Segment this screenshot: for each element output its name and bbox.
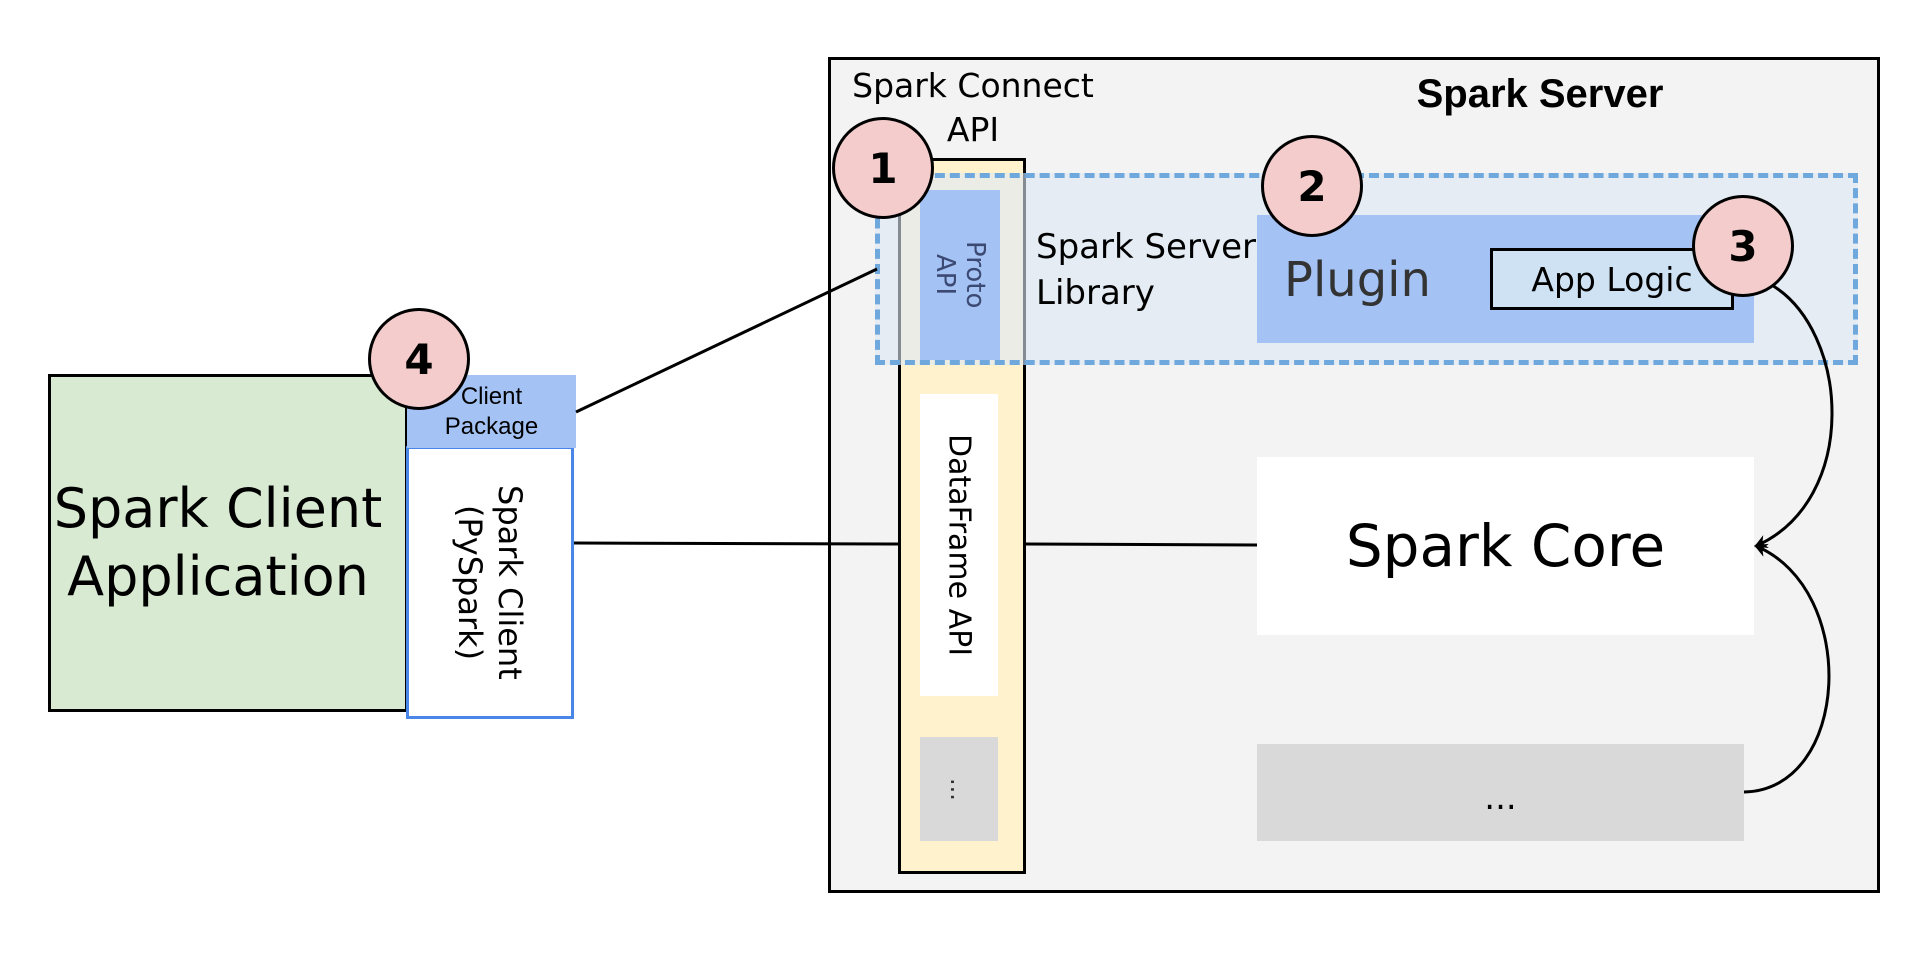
dataframe-api-box: DataFrame API	[920, 394, 998, 696]
spark-server-title: Spark Server	[1416, 72, 1664, 116]
client-to-dataframe-line	[573, 541, 899, 546]
bottom-ellipsis-label: ...	[1484, 777, 1517, 818]
app-logic-label: App Logic	[1531, 259, 1693, 299]
package-to-proto-line	[575, 267, 878, 414]
badge-4: 4	[368, 308, 470, 410]
column-ellipsis-label: ...	[945, 777, 973, 801]
dataframe-api-label: DataFrame API	[941, 433, 977, 657]
spark-client-label: Spark Client (PySpark)	[451, 485, 529, 680]
server-library-label: Spark Server Library	[1036, 227, 1256, 313]
spark-client-application-box: Spark Client Application	[48, 374, 408, 712]
badge-1: 1	[832, 117, 934, 219]
proto-api-label: Proto API	[930, 241, 990, 309]
spark-core-label: Spark Core	[1345, 512, 1666, 580]
spark-client-box: Spark Client (PySpark)	[406, 446, 574, 719]
app-logic-to-core-arrow	[1754, 282, 1834, 548]
dataframe-to-core-line	[1025, 542, 1258, 547]
badge-3: 3	[1692, 195, 1794, 297]
ellipsis-to-core-arrow	[1743, 543, 1831, 794]
client-package-label: Client Package	[444, 382, 539, 440]
app-logic-box: App Logic	[1490, 248, 1734, 310]
column-ellipsis-box: ...	[920, 737, 998, 841]
spark-connect-api-label: Spark Connect API	[852, 66, 1094, 149]
bottom-ellipsis-box: ...	[1257, 744, 1744, 841]
proto-api-box: Proto API	[920, 190, 1000, 360]
spark-client-application-label: Spark Client Application	[53, 477, 383, 608]
spark-core-box: Spark Core	[1257, 457, 1754, 635]
badge-2: 2	[1261, 135, 1363, 237]
plugin-label: Plugin	[1284, 252, 1431, 308]
